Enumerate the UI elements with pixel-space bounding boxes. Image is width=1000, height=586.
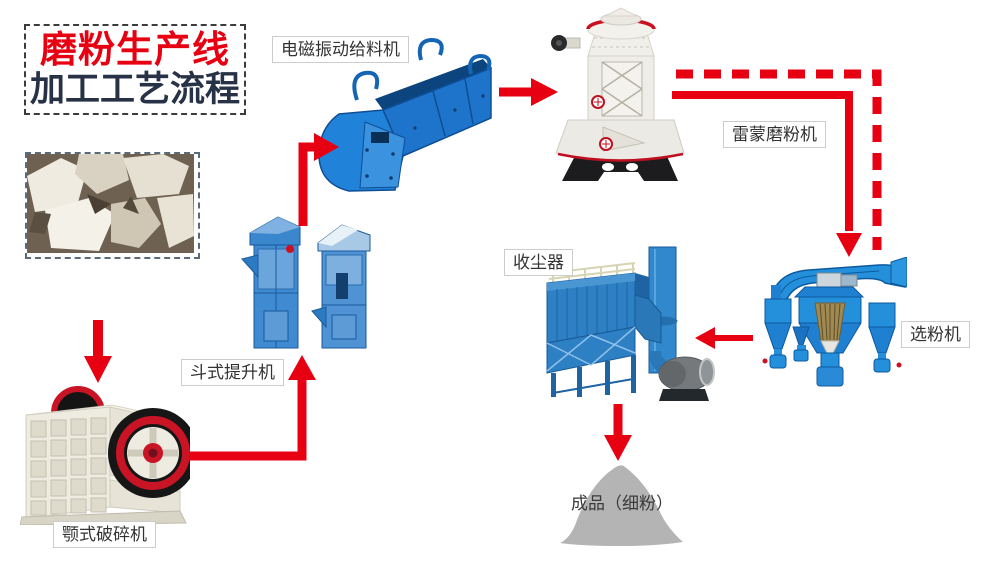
classifier-right-cyclone [868,302,902,373]
feeder-drum [318,109,406,192]
raymond-mill-image [551,7,685,181]
mill-side-handwheel [551,35,581,51]
dust-fan [658,356,715,401]
crusher-big-flywheel [108,408,190,498]
dust-collector-image [546,246,715,401]
finished-product-pile [560,465,683,546]
classifier-label: 选粉机 [901,321,970,348]
mill-skirt [555,119,685,162]
arrow-dust-to-product [604,404,632,461]
classifier-left-cyclone [762,285,810,369]
classifier-outlet [816,366,844,387]
dust-hopper [546,326,636,397]
product-caption: 成品（细粉） [571,494,673,513]
dust-main-box [546,272,662,344]
jaw-crusher-image [20,386,190,525]
elevator-red-dot [286,245,294,253]
elevator-tower-2 [311,224,371,349]
classifier-cage [814,302,846,354]
arrow-mill-to-classifier-dashed [676,69,882,250]
title-line-1: 磨粉生产线 [40,29,230,70]
feeder-hooks [352,38,492,101]
powder-classifier-image [762,257,907,387]
bucket-elevator-image [241,216,371,349]
mill-column [587,55,655,121]
crusher-label: 颚式破碎机 [53,521,156,548]
mill-label: 雷蒙磨粉机 [723,121,826,148]
title-box: 磨粉生产线 加工工艺流程 [24,24,246,115]
feeder-label: 电磁振动给料机 [272,36,409,63]
dust-collector-label: 收尘器 [504,249,573,276]
arrow-mill-to-classifier-solid [672,91,862,257]
mill-dome [586,7,656,40]
crusher-left-face [25,406,111,520]
elevator-tower-1 [241,216,301,349]
raw-material-photo [25,152,200,259]
elevator-label: 斗式提升机 [181,359,284,386]
title-line-2: 加工工艺流程 [29,70,240,109]
vibrating-feeder-image [318,38,492,192]
mill-base [562,154,678,181]
rocks-image [27,154,194,253]
classifier-motor [816,272,858,288]
